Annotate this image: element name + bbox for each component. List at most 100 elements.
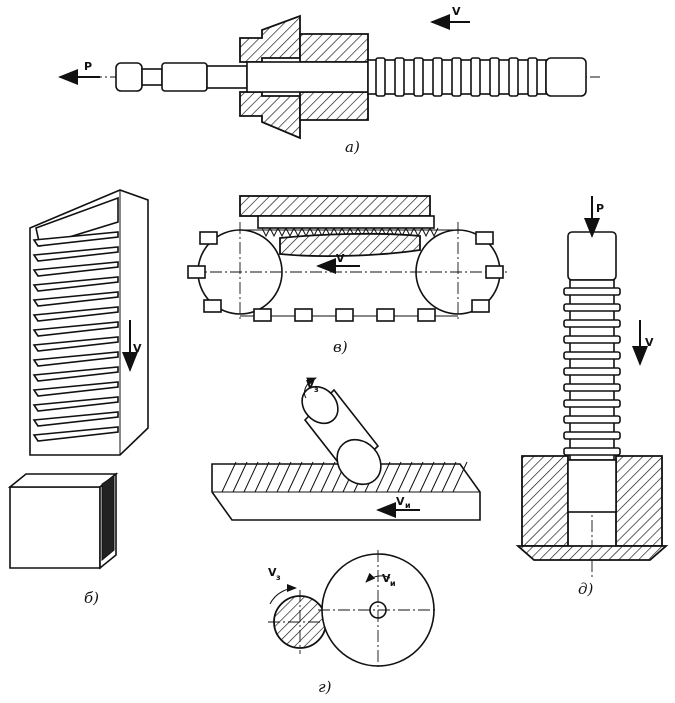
push-tooth xyxy=(563,319,621,328)
workpiece-cube-front xyxy=(9,486,101,569)
broach-tooth xyxy=(451,57,462,97)
chain-fixture-block xyxy=(199,231,218,245)
diagram-a-pull-broach: P V а) xyxy=(58,5,600,156)
broach-tooth xyxy=(527,57,538,97)
broach-in-bore xyxy=(246,61,369,93)
front-pilot xyxy=(206,65,248,89)
rack-tooth xyxy=(287,461,303,493)
broach-tooth xyxy=(375,57,386,97)
block-tooth xyxy=(32,291,119,307)
push-tooth xyxy=(563,351,621,360)
machined-surface xyxy=(101,475,115,562)
strip-tooth xyxy=(269,227,279,238)
caption-d: д) xyxy=(578,580,594,598)
chain-fixture-block xyxy=(376,308,395,322)
rack-tooth xyxy=(309,461,325,493)
push-tooth xyxy=(563,399,621,408)
caption-a: а) xyxy=(345,138,360,156)
block-tooth xyxy=(32,306,119,322)
fixture-upper-left xyxy=(239,14,301,63)
rack-tooth xyxy=(452,461,468,493)
caption-b: б) xyxy=(84,589,99,607)
chain-fixture-block xyxy=(485,265,504,279)
broach-tooth xyxy=(508,57,519,97)
chain-fixtures xyxy=(187,231,504,322)
broach-tooth xyxy=(432,57,443,97)
push-head xyxy=(567,231,617,281)
strip-tooth xyxy=(293,227,303,238)
broach-teeth-b xyxy=(32,231,119,442)
fixture-right-d xyxy=(615,455,663,547)
workpieces-on-chain xyxy=(279,232,421,257)
roller-end-far xyxy=(301,385,339,425)
rack-tooth xyxy=(430,461,446,493)
rack-tooth xyxy=(419,461,435,493)
block-tooth xyxy=(32,396,119,412)
diagram-v-chain-broaching: V в) xyxy=(187,195,510,356)
workpiece-lower xyxy=(299,91,369,121)
fixture-lower-left xyxy=(239,91,301,140)
rear-pilot xyxy=(545,57,587,97)
chain-fixture-block xyxy=(253,308,272,322)
chain-fixture-block xyxy=(417,308,436,322)
rack-tooth xyxy=(408,461,424,493)
block-tooth xyxy=(32,276,119,292)
rack-tooth xyxy=(254,461,270,493)
push-tooth xyxy=(563,335,621,344)
fixture-left-d xyxy=(521,455,569,547)
chain-fixture-block xyxy=(335,308,354,322)
push-tooth xyxy=(563,431,621,440)
rack-tooth xyxy=(232,461,248,493)
chain-fixture-block xyxy=(187,265,206,279)
diagram-d-push-broach: P V д) xyxy=(515,196,669,598)
strip-tooth xyxy=(277,227,287,238)
broach-tooth xyxy=(489,57,500,97)
rack-tooth xyxy=(375,461,391,493)
pull-head xyxy=(115,62,143,92)
broach-strip xyxy=(257,215,435,229)
chain-fixture-block xyxy=(475,231,494,245)
label-work-roller-speed-sub: з xyxy=(276,573,281,582)
rack-tooth xyxy=(441,461,457,493)
strip-tooth xyxy=(429,227,439,238)
rack-tooth xyxy=(276,461,292,493)
rack-tooth xyxy=(221,461,237,493)
label-speed-a: V xyxy=(452,5,461,18)
strip-tooth xyxy=(421,227,431,238)
broach-holder xyxy=(239,195,431,217)
broach-teeth-d xyxy=(563,287,621,456)
push-tooth xyxy=(563,367,621,376)
broach-tooth xyxy=(394,57,405,97)
label-disk-speed-sub: и xyxy=(390,579,396,588)
strip-tooth xyxy=(285,227,295,238)
arrow-work-roller-rotation xyxy=(269,584,297,605)
label-roller-speed: V xyxy=(306,378,315,391)
chain-fixture-block xyxy=(471,299,490,313)
rack-teeth xyxy=(221,461,468,493)
rack-tooth xyxy=(397,461,413,493)
block-tooth xyxy=(32,411,119,427)
label-speed-b: V xyxy=(133,342,142,355)
block-tooth xyxy=(32,366,119,382)
block-tooth xyxy=(32,351,119,367)
push-tooth xyxy=(563,447,621,456)
push-tooth xyxy=(563,303,621,312)
label-force-d: P xyxy=(596,202,604,215)
chain-fixture-block xyxy=(294,308,313,322)
broach-tooth xyxy=(470,57,481,97)
broach-teeth-a xyxy=(375,57,538,97)
rack-tooth xyxy=(265,461,281,493)
workpiece-upper xyxy=(299,33,369,63)
label-disk-speed: V xyxy=(382,572,391,585)
chain-fixture-block xyxy=(203,299,222,313)
caption-v: в) xyxy=(333,338,348,356)
block-tooth xyxy=(32,426,119,442)
label-rack-speed-sub: и xyxy=(405,501,411,510)
block-tooth xyxy=(32,261,119,277)
arrow-roller-rotation xyxy=(303,377,317,399)
block-tooth xyxy=(32,381,119,397)
label-speed-v: V xyxy=(336,252,345,265)
rack-tooth xyxy=(298,461,314,493)
label-speed-d: V xyxy=(645,336,654,349)
